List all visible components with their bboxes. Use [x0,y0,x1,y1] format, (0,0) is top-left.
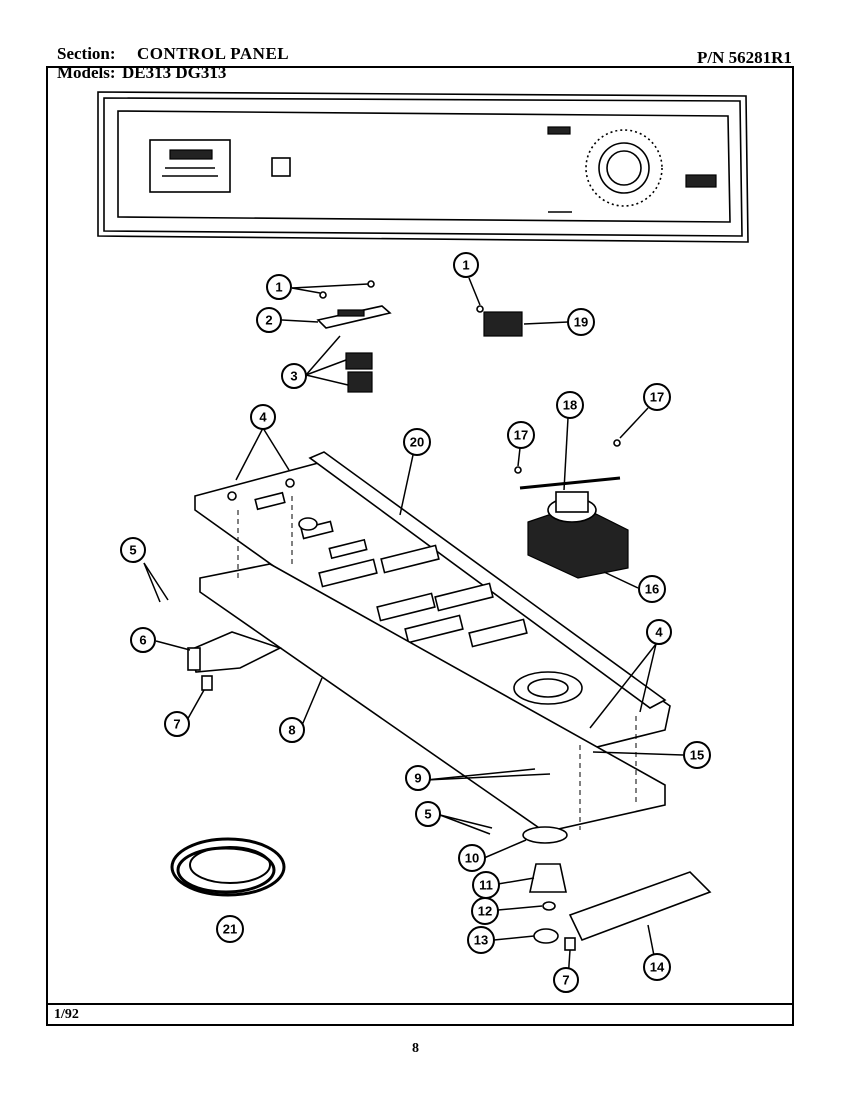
date-code: 1/92 [54,1007,79,1022]
svg-text:3: 3 [290,369,297,384]
svg-text:10: 10 [465,851,479,866]
section-value: CONTROL PANEL [137,44,290,63]
part-number: P/N 56281R1 [697,48,792,67]
callout-10: 10 [458,844,486,872]
wire-harness [170,837,286,897]
callout-6: 6 [130,627,156,653]
control-panel-console [97,91,749,243]
callout-7: 7 [164,711,190,737]
callout-1: 1 [266,274,292,300]
svg-text:2: 2 [265,313,272,328]
callout-13: 13 [467,926,495,954]
knob-assembly [522,826,712,951]
page-number: 8 [412,1041,419,1056]
diagram-frame [46,66,794,1026]
svg-text:1: 1 [462,258,469,273]
svg-text:8: 8 [288,723,295,738]
callout-4: 4 [250,404,276,430]
svg-text:4: 4 [259,410,267,425]
svg-text:19: 19 [574,315,588,330]
footer-divider [46,1003,794,1005]
svg-text:17: 17 [514,428,528,443]
callout-9: 9 [405,765,431,791]
callout-12: 12 [471,897,499,925]
callout-18: 18 [556,391,584,419]
leader-lines [143,277,684,981]
svg-text:6: 6 [139,633,146,648]
svg-text:17: 17 [650,390,664,405]
svg-text:5: 5 [129,543,136,558]
svg-text:11: 11 [479,878,493,893]
callout-1: 1 [453,252,479,278]
callout-17: 17 [507,421,535,449]
callout-17: 17 [643,383,671,411]
models-value: DE313 DG313 [122,63,227,82]
svg-text:18: 18 [563,398,577,413]
svg-text:9: 9 [414,771,421,786]
control-panel-housing [194,451,671,761]
svg-text:15: 15 [690,748,704,763]
callout-5: 5 [415,801,441,827]
control-panel-channel [199,496,666,833]
callout-7: 7 [553,967,579,993]
callout-2: 2 [256,307,282,333]
svg-text:7: 7 [173,717,180,732]
end-cap-left [187,631,283,691]
svg-text:20: 20 [410,435,424,450]
callout-5: 5 [120,537,146,563]
callout-11: 11 [472,871,500,899]
callout-3: 3 [281,363,307,389]
svg-text:16: 16 [645,582,659,597]
svg-text:12: 12 [478,904,492,919]
callout-20: 20 [403,428,431,456]
callout-14: 14 [643,953,671,981]
svg-text:14: 14 [650,960,665,975]
svg-text:1: 1 [275,280,282,295]
svg-text:21: 21 [223,922,237,937]
svg-text:4: 4 [655,625,663,640]
callout-4: 4 [646,619,672,645]
svg-text:5: 5 [424,807,431,822]
section-label: Section: [57,44,116,63]
callout-21: 21 [216,915,244,943]
svg-text:7: 7 [562,973,569,988]
callout-15: 15 [683,741,711,769]
models-label: Models: [57,63,116,82]
svg-text:13: 13 [474,933,488,948]
callout-8: 8 [279,717,305,743]
callout-16: 16 [638,575,666,603]
callout-19: 19 [567,308,595,336]
timer-assembly [514,439,629,579]
push-button-parts [316,280,523,393]
